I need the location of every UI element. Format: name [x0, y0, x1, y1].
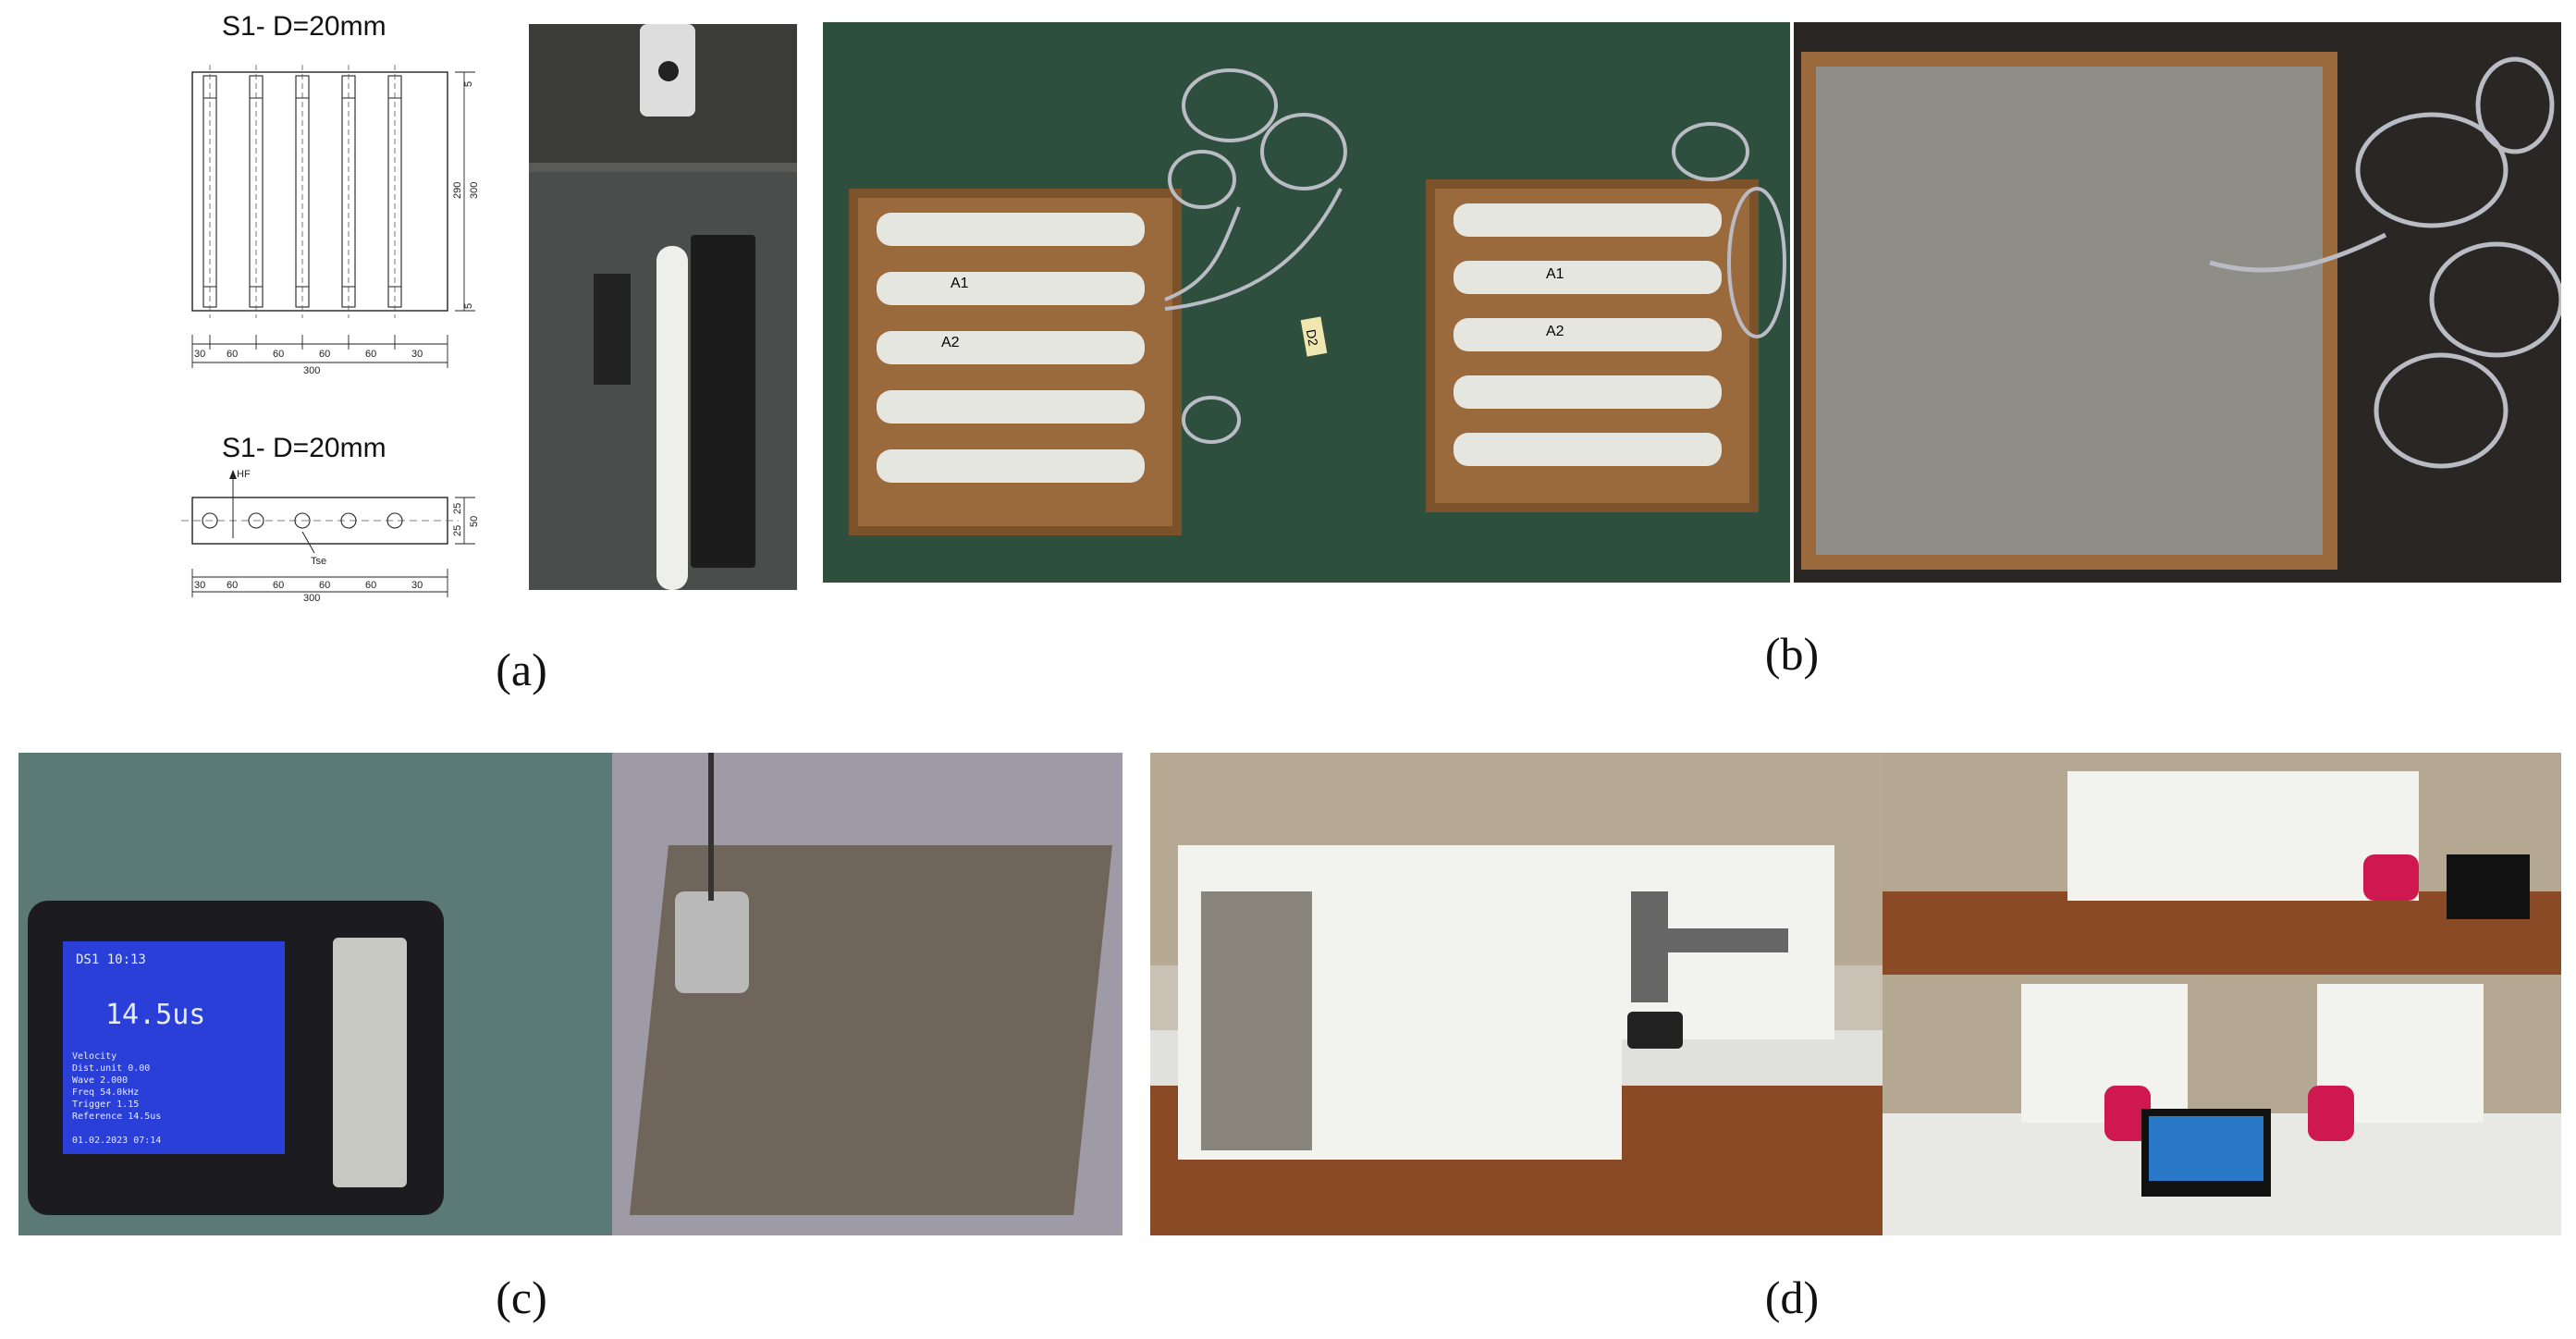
photo-d-lab-bottom	[1883, 975, 2561, 1235]
photo-b-moulds: A1 A2 A1 A2 D2	[823, 22, 1790, 583]
pvc-tube	[656, 246, 688, 590]
svg-text:30: 30	[194, 349, 205, 360]
ultrasonic-device: DS1 10:13 14.5us Velocity Dist.unit 0.00…	[28, 901, 444, 1215]
laptop-bottom	[2141, 1109, 2271, 1197]
drawing-bottom-title: S1- D=20mm	[222, 433, 386, 463]
caption-a: (a)	[496, 644, 547, 695]
svg-text:30: 30	[194, 580, 205, 591]
svg-text:300: 300	[303, 365, 320, 376]
svg-text:60: 60	[319, 349, 330, 360]
svg-text:60: 60	[227, 580, 238, 591]
drawing-bottom: S1- D=20mm HF Tse 25 25 50 30 60 60 60 6…	[181, 433, 480, 601]
photo-d-lab-top	[1883, 753, 2561, 975]
svg-text:290: 290	[452, 182, 463, 199]
cables-b: D2	[1164, 68, 1786, 444]
laptop-top	[2447, 854, 2530, 919]
svg-text:300: 300	[469, 182, 480, 199]
device-reading: 14.5us	[105, 999, 206, 1031]
svg-text:30: 30	[411, 580, 423, 591]
svg-text:60: 60	[273, 580, 284, 591]
svg-text:25: 25	[452, 503, 463, 514]
photo-d-setup	[1150, 753, 1883, 1235]
svg-text:50: 50	[469, 516, 480, 527]
svg-text:60: 60	[319, 580, 330, 591]
svg-text:D2: D2	[1304, 328, 1321, 348]
cables-slab	[2209, 56, 2561, 469]
mould-left: A1 A2	[849, 189, 1182, 535]
photo-b-cast-slab	[1794, 22, 2561, 583]
svg-text:60: 60	[273, 349, 284, 360]
svg-text:5: 5	[463, 303, 474, 309]
caption-b: (b)	[1764, 628, 1820, 680]
svg-text:5: 5	[463, 81, 474, 87]
svg-text:25: 25	[452, 525, 463, 536]
tube-sections	[202, 512, 403, 529]
photo-c-sensor	[612, 753, 1122, 1235]
drawing-top-title: S1- D=20mm	[222, 11, 386, 42]
photo-a-machine	[529, 24, 797, 590]
caption-c: (c)	[496, 1271, 547, 1323]
mould-right: A1 A2	[1426, 179, 1759, 512]
drawing-top: S1- D=20mm 5 290 300 5 30 60	[191, 11, 480, 376]
svg-text:60: 60	[227, 349, 238, 360]
svg-text:30: 30	[411, 349, 423, 360]
caption-d: (d)	[1764, 1271, 1820, 1323]
svg-text:HF: HF	[237, 469, 251, 480]
svg-text:60: 60	[365, 580, 376, 591]
svg-text:60: 60	[365, 349, 376, 360]
transducer	[675, 891, 749, 993]
photo-c-device: DS1 10:13 14.5us Velocity Dist.unit 0.00…	[18, 753, 612, 1235]
device-screen: DS1 10:13 14.5us Velocity Dist.unit 0.00…	[63, 941, 285, 1154]
concrete-surface	[1816, 67, 2323, 555]
svg-text:300: 300	[303, 593, 320, 601]
svg-text:Tse: Tse	[311, 556, 326, 567]
